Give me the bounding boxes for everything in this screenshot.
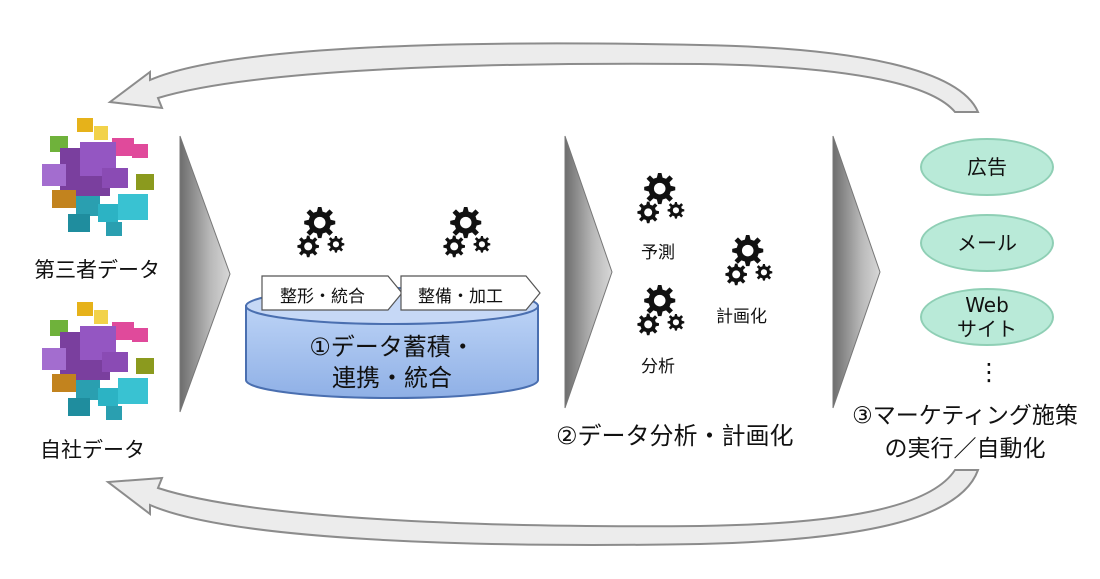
process-tag-a-shape xyxy=(261,275,403,311)
data-cubes-icon xyxy=(42,118,154,236)
step1-title-line1: ①データ蓄積・ xyxy=(309,333,475,361)
data-cubes-icon xyxy=(42,302,154,420)
process-tag-a: 整形・統合 xyxy=(280,287,365,307)
channel-ad-label: 広告 xyxy=(967,155,1007,179)
step3-title: ③マーケティング施策 の実行／自動化 xyxy=(840,400,1090,466)
channel-website-line1: Web xyxy=(965,293,1009,317)
planning-label: 計画化 xyxy=(716,307,767,327)
step1-title: ①データ蓄積・ 連携・統合 xyxy=(246,332,538,394)
channel-mail-label: メール xyxy=(957,231,1017,255)
return-arrow-top xyxy=(107,42,980,113)
flow-arrow-3 xyxy=(832,135,881,409)
gears-icon xyxy=(443,207,490,257)
own-data-label: 自社データ xyxy=(40,438,145,462)
forecast-label: 予測 xyxy=(641,243,675,263)
analysis-label: 分析 xyxy=(641,357,675,377)
step2-title: ②データ分析・計画化 xyxy=(556,422,794,450)
flow-arrow-2 xyxy=(564,135,613,409)
channel-website: Web サイト xyxy=(920,288,1054,346)
process-tag-b: 整備・加工 xyxy=(418,287,503,307)
channel-mail: メール xyxy=(920,214,1054,272)
flow-arrow-1 xyxy=(179,135,231,413)
gears-icon xyxy=(637,285,684,335)
channel-ad: 広告 xyxy=(920,138,1054,196)
channel-website-line2: サイト xyxy=(957,317,1017,341)
gears-icon xyxy=(297,207,344,257)
more-channels-ellipsis: ⋮ xyxy=(977,358,1001,386)
gears-icon xyxy=(725,235,772,285)
gears-icon xyxy=(637,173,684,223)
process-tag-b-shape xyxy=(400,275,541,311)
step1-title-line2: 連携・統合 xyxy=(332,364,452,392)
step3-title-line2: の実行／自動化 xyxy=(884,436,1046,462)
step3-title-line1: ③マーケティング施策 xyxy=(852,403,1078,429)
return-arrow-bottom xyxy=(105,469,980,546)
third-party-data-label: 第三者データ xyxy=(34,258,160,282)
